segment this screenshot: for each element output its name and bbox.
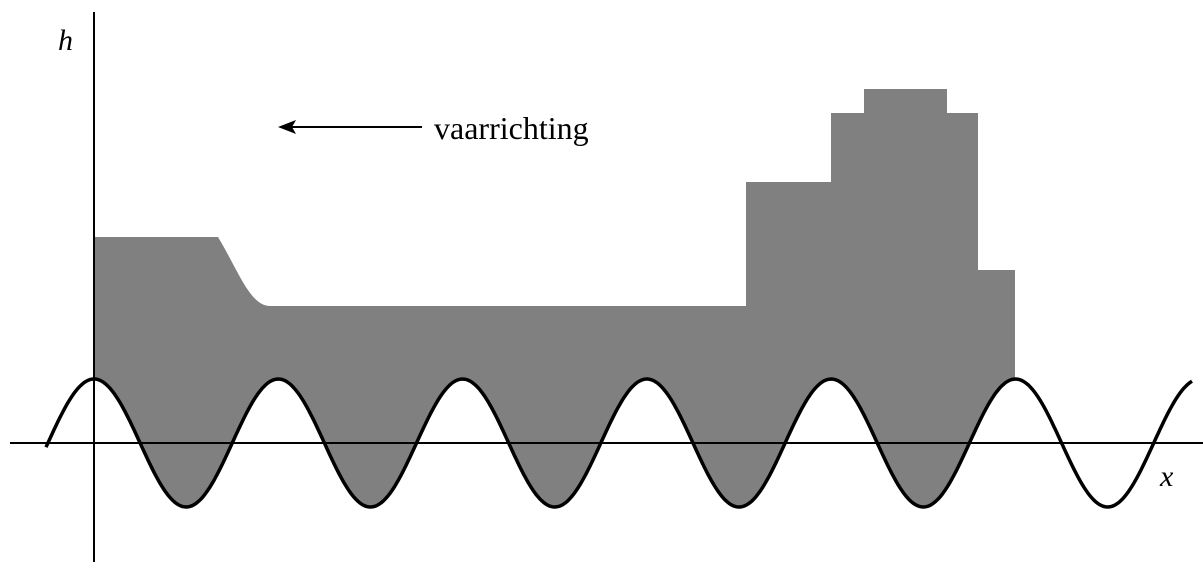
wave-curve	[44, 377, 1193, 509]
direction-arrow-head	[278, 120, 296, 134]
x-axis-label: x	[1159, 460, 1174, 493]
h-axis-label: h	[58, 24, 73, 57]
direction-label: vaarrichting	[434, 110, 589, 146]
ship-hull	[94, 89, 1015, 380]
